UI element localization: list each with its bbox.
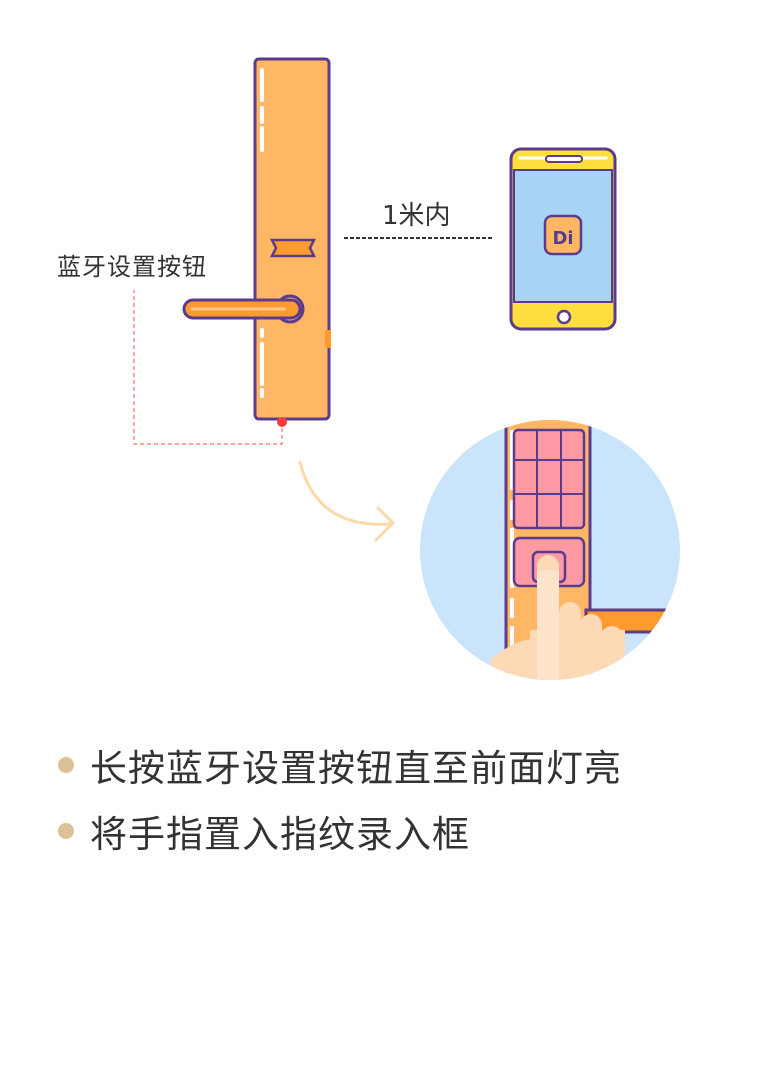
bluetooth-button-label: 蓝牙设置按钮 (57, 253, 207, 281)
lock-illustration-svg: Di (133, 57, 680, 680)
instruction-item: 将手指置入指纹录入框 (58, 798, 758, 864)
door-lock-icon (253, 57, 331, 421)
pointer-dashed-line (133, 290, 283, 445)
curved-arrow-icon (298, 460, 395, 542)
phone-icon: Di (509, 147, 617, 331)
bluetooth-button-dot (277, 417, 287, 427)
instruction-item: 长按蓝牙设置按钮直至前面灯亮 (58, 732, 758, 798)
illustration: Di (57, 57, 680, 680)
app-logo-icon: Di (543, 214, 583, 256)
distance-label: 1米内 (382, 201, 451, 231)
bullet-dot (58, 757, 74, 773)
zoomed-fingerprint-detail (490, 420, 680, 680)
keypad-icon (512, 428, 586, 530)
door-handle-icon (182, 294, 305, 324)
instruction-text: 长按蓝牙设置按钮直至前面灯亮 (90, 747, 622, 790)
instruction-list: 长按蓝牙设置按钮直至前面灯亮 将手指置入指纹录入框 (58, 732, 758, 864)
hand-icon (490, 555, 625, 680)
bullet-dot (58, 823, 74, 839)
app-logo-text: Di (552, 228, 573, 249)
instruction-text: 将手指置入指纹录入框 (90, 813, 470, 856)
